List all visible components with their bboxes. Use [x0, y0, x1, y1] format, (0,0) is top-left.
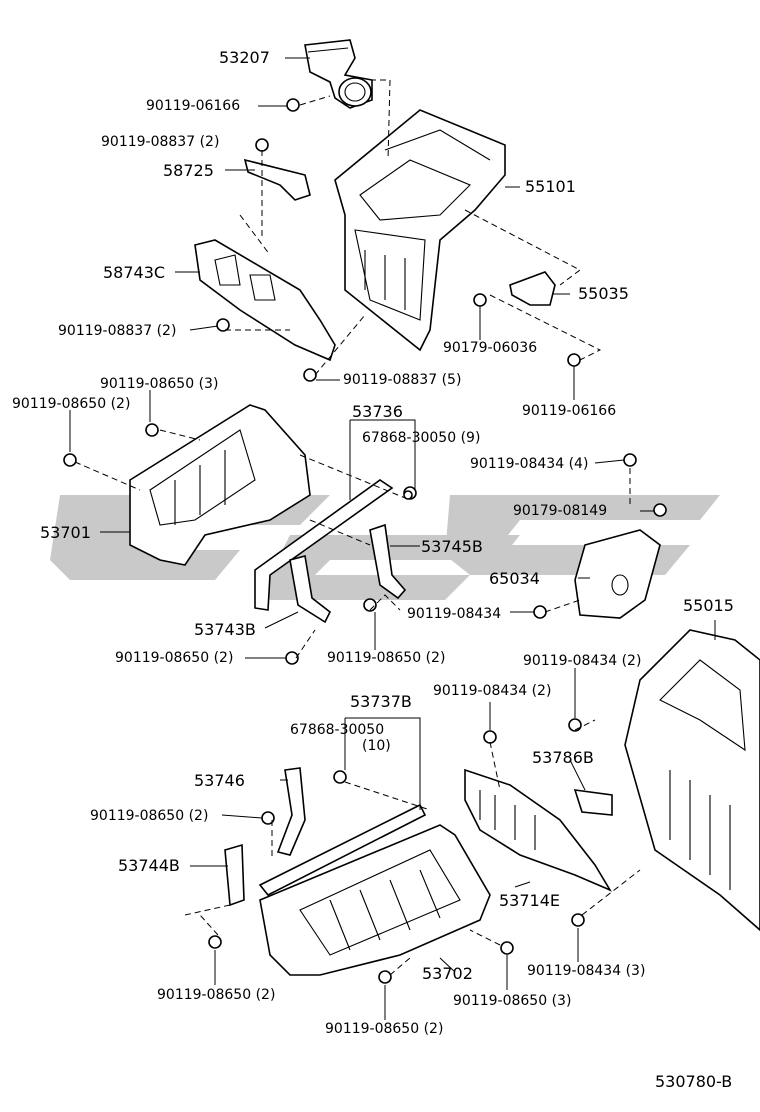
bolt-icon	[216, 318, 230, 332]
bolt-icon	[483, 730, 497, 744]
bolt-icon	[567, 353, 581, 367]
label-58725[interactable]: 58725	[163, 161, 214, 180]
part-53736-bar	[254, 479, 394, 611]
label-53736[interactable]: 53736	[352, 402, 403, 421]
assembly-lines	[74, 79, 641, 976]
part-58743C-plate	[194, 239, 336, 362]
label-53744B[interactable]: 53744B	[118, 856, 180, 875]
label-53701[interactable]: 53701	[40, 523, 91, 542]
label-53737B[interactable]: 53737B	[350, 692, 412, 711]
label-90119-08837[interactable]: 90119-08837 (5)	[343, 372, 462, 388]
part-58725-strip	[243, 158, 311, 201]
label-90119-08434[interactable]: 90119-08434 (4)	[470, 456, 589, 472]
part-53207-duct	[304, 39, 373, 109]
label-90119-08650[interactable]: 90119-08650 (2)	[327, 650, 446, 666]
bolt-icon	[653, 503, 667, 517]
part-53744B-bracket	[224, 843, 245, 907]
label-90119-08650[interactable]: 90119-08650 (3)	[100, 376, 219, 392]
part-55035-bracket	[509, 271, 556, 306]
label-90119-08837[interactable]: 90119-08837 (2)	[101, 134, 220, 150]
part-53745B-bracket	[369, 523, 407, 600]
label-53714E[interactable]: 53714E	[499, 891, 561, 910]
label-90119-08434[interactable]: 90119-08434 (2)	[433, 683, 552, 699]
part-53743B-bracket	[289, 555, 332, 624]
part-55101-panel	[334, 109, 506, 352]
label-53786B[interactable]: 53786B	[532, 748, 594, 767]
part-53701-shield	[129, 404, 311, 566]
bolt-icon	[403, 490, 413, 500]
label-90119-08434[interactable]: 90119-08434	[407, 606, 502, 622]
label-67868-30050[interactable]: 67868-30050 (9)	[362, 430, 481, 446]
bolt-icon	[571, 913, 585, 927]
bolt-icon	[145, 423, 159, 437]
fasteners	[63, 98, 667, 984]
part-53737B-bar	[258, 803, 427, 897]
part-53786B-clip	[573, 789, 613, 816]
bolt-icon	[255, 138, 269, 152]
part-53702-tray	[259, 824, 491, 976]
bolt-icon	[63, 453, 77, 467]
bolt-icon	[363, 598, 377, 612]
label-53745B[interactable]: 53745B	[421, 537, 483, 556]
bolt-icon	[473, 293, 487, 307]
bolt-icon	[623, 453, 637, 467]
bolt-icon	[286, 98, 300, 112]
part-53746-bracket	[276, 767, 306, 856]
label-53207[interactable]: 53207	[219, 48, 270, 67]
label-qty-10: (10)	[362, 738, 391, 754]
label-53702[interactable]: 53702	[422, 964, 473, 983]
label-90119-08650[interactable]: 90119-08650 (2)	[157, 987, 276, 1003]
leader-lines	[69, 57, 716, 1020]
bolt-icon	[333, 770, 347, 784]
label-90179-08149[interactable]: 90179-08149	[513, 503, 608, 519]
label-90119-06166[interactable]: 90119-06166	[522, 403, 617, 419]
label-55101[interactable]: 55101	[525, 177, 576, 196]
label-90179-06036[interactable]: 90179-06036	[443, 340, 538, 356]
label-67868-30050[interactable]: 67868-30050	[290, 722, 385, 738]
label-53743B[interactable]: 53743B	[194, 620, 256, 639]
label-90119-08650[interactable]: 90119-08650 (2)	[12, 396, 131, 412]
part-53714E-shield	[464, 768, 612, 892]
bolt-icon	[208, 935, 222, 949]
label-90119-06166[interactable]: 90119-06166	[146, 98, 241, 114]
bolt-icon	[378, 970, 392, 984]
label-55015[interactable]: 55015	[683, 596, 734, 615]
label-90119-08650[interactable]: 90119-08650 (2)	[90, 808, 209, 824]
bolt-icon	[500, 941, 514, 955]
label-90119-08650[interactable]: 90119-08650 (2)	[325, 1021, 444, 1037]
label-90119-08434[interactable]: 90119-08434 (3)	[527, 963, 646, 979]
part-65034-bracket	[574, 529, 661, 619]
bolt-icon	[533, 605, 547, 619]
label-65034[interactable]: 65034	[489, 569, 540, 588]
label-90119-08650[interactable]: 90119-08650 (2)	[115, 650, 234, 666]
label-58743C[interactable]: 58743C	[103, 263, 166, 282]
label-90119-08650[interactable]: 90119-08650 (3)	[453, 993, 572, 1009]
label-90119-08434[interactable]: 90119-08434 (2)	[523, 653, 642, 669]
label-90119-08837[interactable]: 90119-08837 (2)	[58, 323, 177, 339]
diagram-code: 530780-B	[655, 1072, 733, 1091]
label-55035[interactable]: 55035	[578, 284, 629, 303]
label-53746[interactable]: 53746	[194, 771, 245, 790]
bolt-icon	[568, 718, 582, 732]
bolt-icon	[303, 368, 317, 382]
part-55015-panel	[624, 629, 760, 932]
